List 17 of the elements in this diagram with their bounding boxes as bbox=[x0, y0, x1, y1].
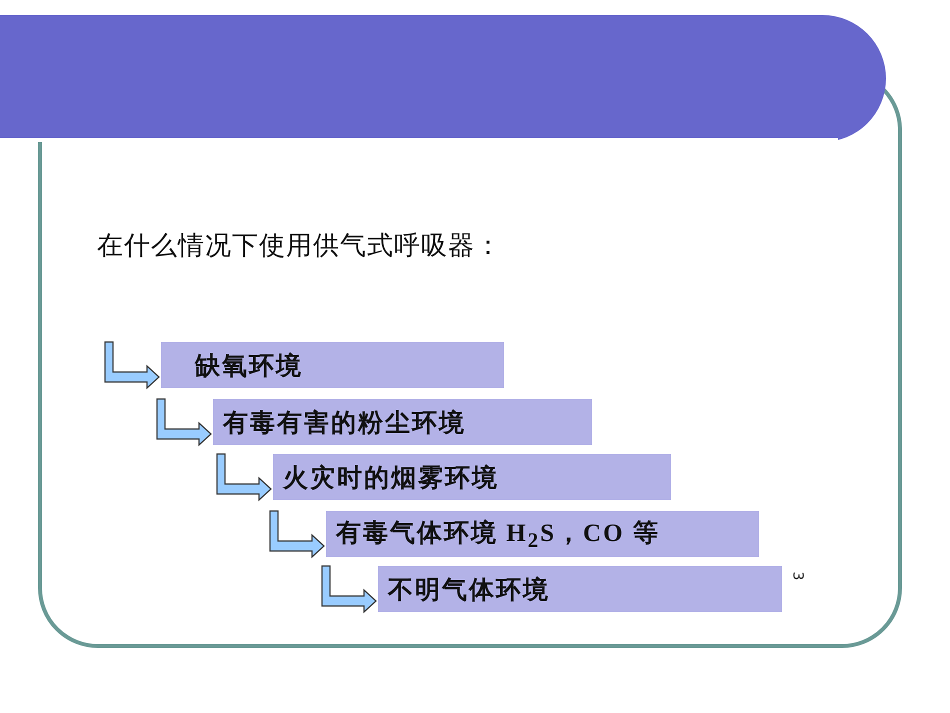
list-item-box bbox=[326, 511, 759, 557]
bent-arrow bbox=[156, 398, 212, 446]
bent-arrow bbox=[216, 453, 272, 502]
item-text: 不明气体环境 bbox=[388, 575, 550, 606]
bent-arrow bbox=[321, 565, 377, 614]
question-text: 在什么情况下使用供气式呼吸器： bbox=[97, 230, 502, 263]
item-text: 缺氧环境 bbox=[195, 351, 303, 382]
item-text: 有毒气体环境 H$_{2}$S，CO 等 bbox=[336, 518, 660, 552]
bent-arrow bbox=[104, 341, 160, 390]
list-item-box bbox=[273, 454, 671, 500]
list-item-box bbox=[161, 342, 504, 388]
list-item-box bbox=[378, 566, 782, 612]
item-text: 火灾时的烟雾环境 bbox=[283, 463, 499, 494]
page-number: 3 bbox=[789, 572, 806, 580]
bent-arrow bbox=[269, 510, 325, 558]
list-item-box bbox=[213, 399, 592, 445]
item-text: 有毒有害的粉尘环境 bbox=[223, 408, 466, 438]
